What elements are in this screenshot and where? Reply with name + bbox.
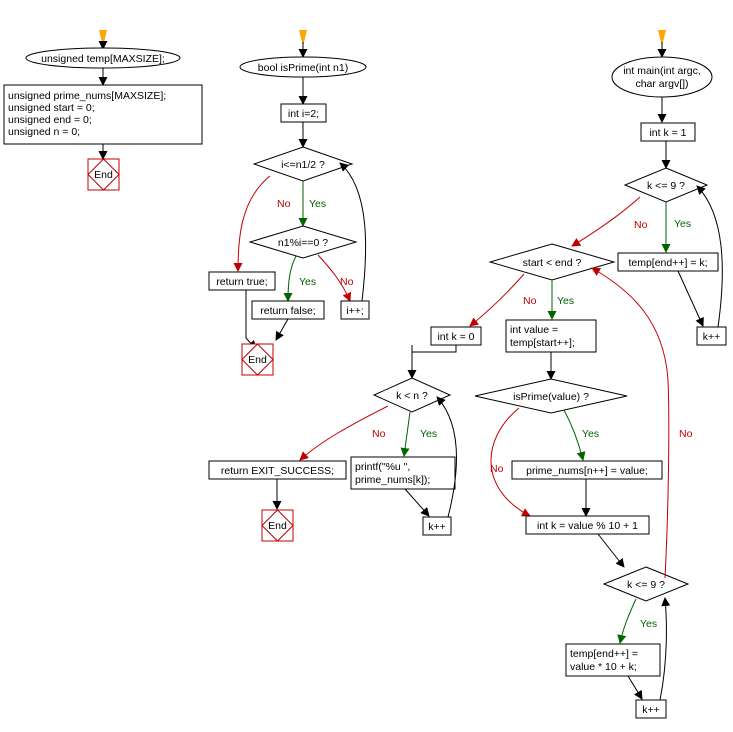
return-false-box: return false;: [251, 300, 325, 320]
decl-end: unsigned end = 0;: [8, 114, 92, 126]
svg-text:return false;: return false;: [260, 305, 315, 317]
main-end-node: End: [261, 509, 294, 542]
decl-start: unsigned start = 0;: [8, 102, 95, 114]
svg-text:prime_nums[n++] = value;: prime_nums[n++] = value;: [526, 465, 648, 477]
main-temp-assign-box: temp[end++] = k;: [617, 252, 719, 272]
isprime-end-node: End: [241, 343, 274, 376]
svg-text:k <= 9 ?: k <= 9 ?: [647, 180, 685, 192]
svg-text:int i=2;: int i=2;: [288, 108, 319, 120]
main-start-node: int main(int argc, char argv[]): [611, 56, 713, 98]
main-end-label: End: [268, 520, 287, 532]
svg-text:k++: k++: [642, 704, 660, 716]
isprime-init-box: int i=2;: [280, 103, 327, 123]
isprime-end-label: End: [248, 354, 267, 366]
globals-end-label: End: [94, 169, 113, 181]
svg-text:k++: k++: [703, 331, 721, 343]
main-temp-assign2-box: temp[end++] = value * 10 + k;: [565, 643, 661, 677]
main-incr-k-box: k++: [696, 326, 727, 346]
isprime-start-node: bool isPrime(int n1): [239, 56, 367, 78]
decl-n: unsigned n = 0;: [8, 126, 80, 138]
yes-label: Yes: [582, 428, 599, 440]
svg-text:return true;: return true;: [216, 276, 267, 288]
yes-label: Yes: [674, 218, 691, 230]
globals-flow: unsigned temp[MAXSIZE]; unsigned prime_n…: [3, 30, 203, 191]
svg-text:k < n ?: k < n ?: [396, 390, 428, 402]
increment-i-box: i++;: [340, 300, 370, 320]
svg-text:printf("%u ",: printf("%u ",: [355, 461, 410, 473]
return-true-box: return true;: [208, 271, 276, 291]
globals-decl-box: unsigned prime_nums[MAXSIZE]; unsigned s…: [3, 84, 203, 145]
svg-text:k <= 9 ?: k <= 9 ?: [627, 579, 665, 591]
yes-label: Yes: [309, 198, 326, 210]
svg-text:n1%i==0 ?: n1%i==0 ?: [278, 237, 328, 249]
svg-text:value * 10 + k;: value * 10 + k;: [570, 661, 637, 673]
svg-text:prime_nums[k]);: prime_nums[k]);: [355, 474, 430, 486]
svg-text:k++: k++: [428, 521, 446, 533]
main-int-k0-box: int k = 0: [430, 326, 482, 346]
svg-text:isPrime(value) ?: isPrime(value) ?: [513, 391, 589, 403]
no-label: No: [340, 276, 354, 288]
main-value-box: int value = temp[start++];: [505, 319, 597, 353]
main-incr-k3-box: k++: [422, 516, 452, 536]
entry-arrow-icon: [99, 30, 107, 46]
svg-text:start < end ?: start < end ?: [523, 257, 582, 269]
return-exit-box: return EXIT_SUCCESS;: [208, 460, 347, 480]
globals-end-node: End: [87, 158, 120, 191]
svg-text:i<=n1/2 ?: i<=n1/2 ?: [281, 159, 325, 171]
svg-text:int k = 0: int k = 0: [437, 331, 474, 343]
svg-text:temp[end++] =: temp[end++] =: [570, 648, 638, 660]
svg-text:int k = 1: int k = 1: [649, 127, 686, 139]
globals-start-label: unsigned temp[MAXSIZE];: [41, 53, 165, 65]
isprime-start-label: bool isPrime(int n1): [258, 62, 348, 74]
decl-prime-nums: unsigned prime_nums[MAXSIZE];: [8, 90, 166, 102]
svg-text:return EXIT_SUCCESS;: return EXIT_SUCCESS;: [221, 465, 334, 477]
svg-text:i++;: i++;: [346, 305, 364, 317]
main-init-k-box: int k = 1: [640, 122, 696, 142]
main-k-loop2-condition: k <= 9 ?: [602, 566, 690, 602]
main-k-mod-box: int k = value % 10 + 1: [525, 515, 650, 535]
entry-arrow-icon: [658, 30, 666, 46]
main-k-loop-condition: k <= 9 ?: [623, 167, 709, 203]
yes-label: Yes: [420, 428, 437, 440]
main-incr-k2-box: k++: [635, 699, 667, 719]
isprime-mod-condition: n1%i==0 ?: [248, 225, 358, 259]
no-label: No: [490, 463, 504, 475]
yes-label: Yes: [640, 618, 657, 630]
no-label: No: [634, 219, 648, 231]
svg-text:char argv[]): char argv[]): [635, 78, 688, 90]
svg-text:int k = value % 10 + 1: int k = value % 10 + 1: [537, 520, 638, 532]
yes-label: Yes: [557, 295, 574, 307]
main-flow: int main(int argc, char argv[]) int k = …: [208, 30, 727, 719]
svg-text:int main(int argc,: int main(int argc,: [623, 65, 701, 77]
main-prime-assign-box: prime_nums[n++] = value;: [511, 460, 663, 480]
no-label: No: [679, 428, 693, 440]
no-label: No: [277, 198, 291, 210]
svg-text:temp[end++] = k;: temp[end++] = k;: [628, 257, 707, 269]
yes-label: Yes: [299, 276, 316, 288]
main-k-n-condition: k < n ?: [372, 377, 452, 413]
isprime-loop-condition: i<=n1/2 ?: [252, 146, 354, 182]
globals-start-node: unsigned temp[MAXSIZE];: [25, 47, 181, 69]
isprime-flow: bool isPrime(int n1) int i=2; i<=n1/2 ? …: [208, 30, 370, 376]
entry-arrow-icon: [299, 30, 307, 46]
main-isprime-condition: isPrime(value) ?: [474, 378, 628, 414]
svg-text:temp[start++];: temp[start++];: [510, 337, 575, 349]
no-label: No: [523, 295, 537, 307]
svg-text:int value =: int value =: [510, 324, 558, 336]
no-label: No: [372, 428, 386, 440]
main-start-end-condition: start < end ?: [488, 243, 616, 281]
printf-box: printf("%u ", prime_nums[k]);: [350, 456, 456, 490]
